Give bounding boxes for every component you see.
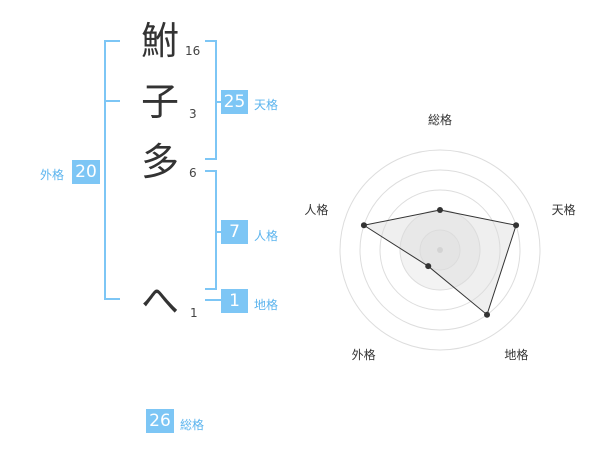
radar-point-2 bbox=[513, 222, 520, 229]
gaikaku-connector bbox=[104, 100, 120, 102]
jinkaku-value-box: 7 bbox=[221, 220, 248, 244]
stroke-count-4: 1 bbox=[190, 306, 198, 320]
gaikaku-bracket bbox=[104, 40, 120, 300]
radar-point-5 bbox=[360, 222, 367, 229]
soukaku-label: 総格 bbox=[180, 418, 205, 432]
jinkaku-connector bbox=[215, 231, 222, 233]
radar-center bbox=[437, 247, 443, 253]
radar-points bbox=[360, 207, 520, 318]
chikaku-value-box: 1 bbox=[221, 289, 248, 313]
radar-polygon bbox=[362, 209, 517, 316]
stroke-count-1: 16 bbox=[185, 44, 201, 58]
radar-point-1 bbox=[437, 207, 443, 213]
radar-axis-label-3: 地格 bbox=[504, 347, 528, 362]
jinkaku-label: 人格 bbox=[254, 229, 279, 243]
radar-axis-label-4: 外格 bbox=[352, 347, 376, 362]
chikaku-connector bbox=[205, 299, 222, 301]
radar-axis-label-1: 総格 bbox=[428, 112, 452, 127]
soukaku-value-box: 26 bbox=[146, 409, 174, 433]
radar-axis-label-2: 天格 bbox=[552, 202, 576, 217]
stroke-count-3: 6 bbox=[189, 166, 197, 180]
radar-axis-label-5: 人格 bbox=[304, 202, 328, 217]
tenkaku-connector bbox=[215, 101, 222, 103]
radar-rings bbox=[339, 149, 541, 351]
jinkaku-bracket bbox=[205, 170, 217, 290]
radar-area bbox=[362, 209, 517, 316]
name-char-1: 鮒 bbox=[140, 19, 179, 63]
radar-point-3 bbox=[484, 311, 491, 318]
gaikaku-label: 外格 bbox=[40, 168, 65, 182]
name-char-2: 子 bbox=[140, 80, 179, 124]
name-char-3: 多 bbox=[140, 140, 179, 184]
gaikaku-value-box: 20 bbox=[72, 160, 100, 184]
tenkaku-label: 天格 bbox=[254, 98, 279, 112]
name-char-4: へ bbox=[140, 279, 179, 323]
chikaku-label: 地格 bbox=[254, 298, 279, 312]
stroke-count-2: 3 bbox=[189, 107, 197, 121]
radar-point-4 bbox=[425, 263, 432, 270]
tenkaku-value-box: 25 bbox=[221, 90, 248, 114]
tenkaku-bracket bbox=[205, 40, 217, 160]
